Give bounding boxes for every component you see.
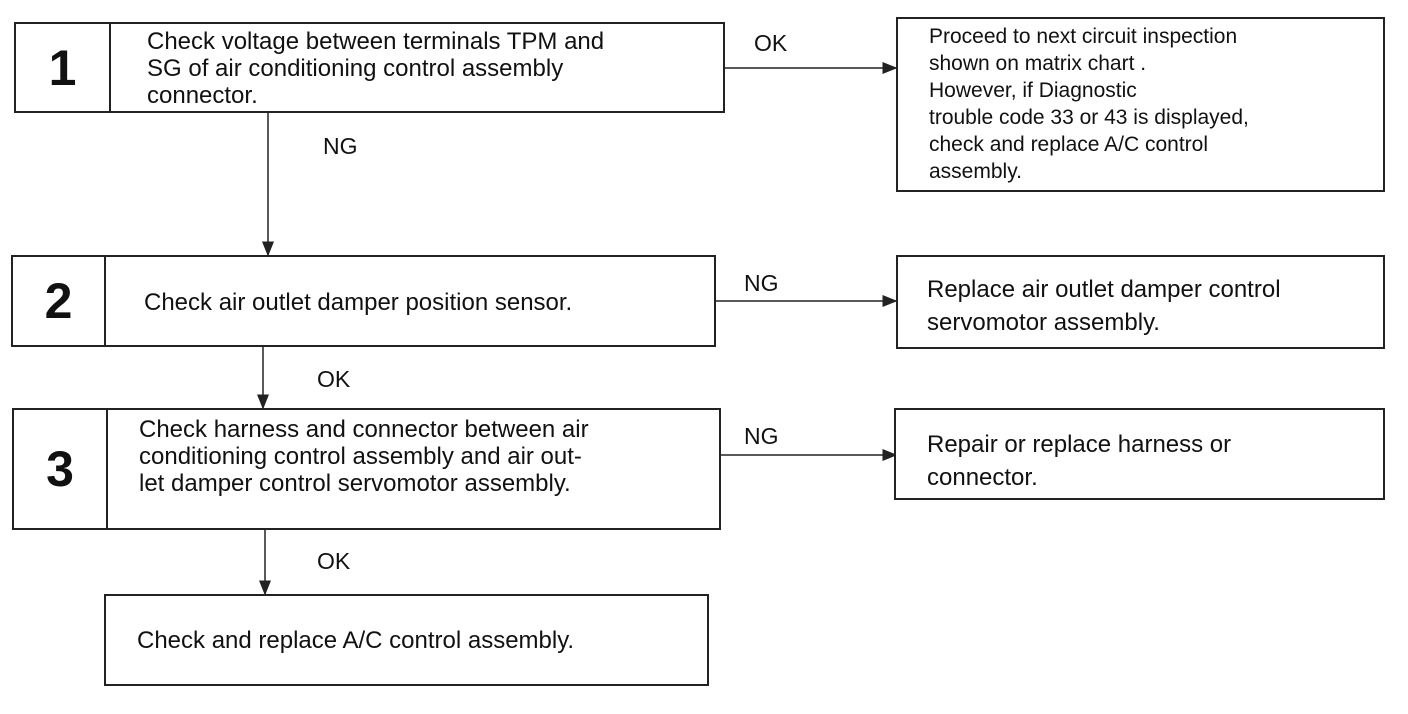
result-1-text: Proceed to next circuit inspection shown…: [929, 25, 1249, 183]
label-step1-ng: NG: [323, 133, 358, 159]
step-3-box: 3 Check harness and connector between ai…: [12, 408, 721, 530]
final-box: Check and replace A/C control assembly.: [104, 594, 709, 686]
step-1-number: 1: [16, 24, 111, 111]
result-3-text: Repair or replace harness or connector.: [927, 431, 1232, 491]
step-2-text: Check air outlet damper position sensor.: [144, 289, 573, 316]
step-2-number: 2: [13, 257, 106, 345]
result-2-box: Replace air outlet damper control servom…: [896, 255, 1385, 349]
result-3-box: Repair or replace harness or connector.: [894, 408, 1385, 500]
label-step3-ng: NG: [744, 423, 779, 449]
label-step1-ok: OK: [754, 30, 788, 56]
step-3-text: Check harness and connector between air …: [139, 416, 589, 497]
result-1-box: Proceed to next circuit inspection shown…: [896, 17, 1385, 192]
label-step3-ok: OK: [317, 548, 351, 574]
label-step2-ok: OK: [317, 366, 351, 392]
final-text: Check and replace A/C control assembly.: [137, 627, 575, 654]
step-3-number: 3: [14, 410, 108, 528]
step-2-box: 2 Check air outlet damper position senso…: [11, 255, 716, 347]
result-2-text: Replace air outlet damper control servom…: [927, 276, 1281, 336]
step-1-box: 1 Check voltage between terminals TPM an…: [14, 22, 725, 113]
label-step2-ng: NG: [744, 270, 779, 296]
step-1-text: Check voltage between terminals TPM and …: [147, 28, 605, 109]
